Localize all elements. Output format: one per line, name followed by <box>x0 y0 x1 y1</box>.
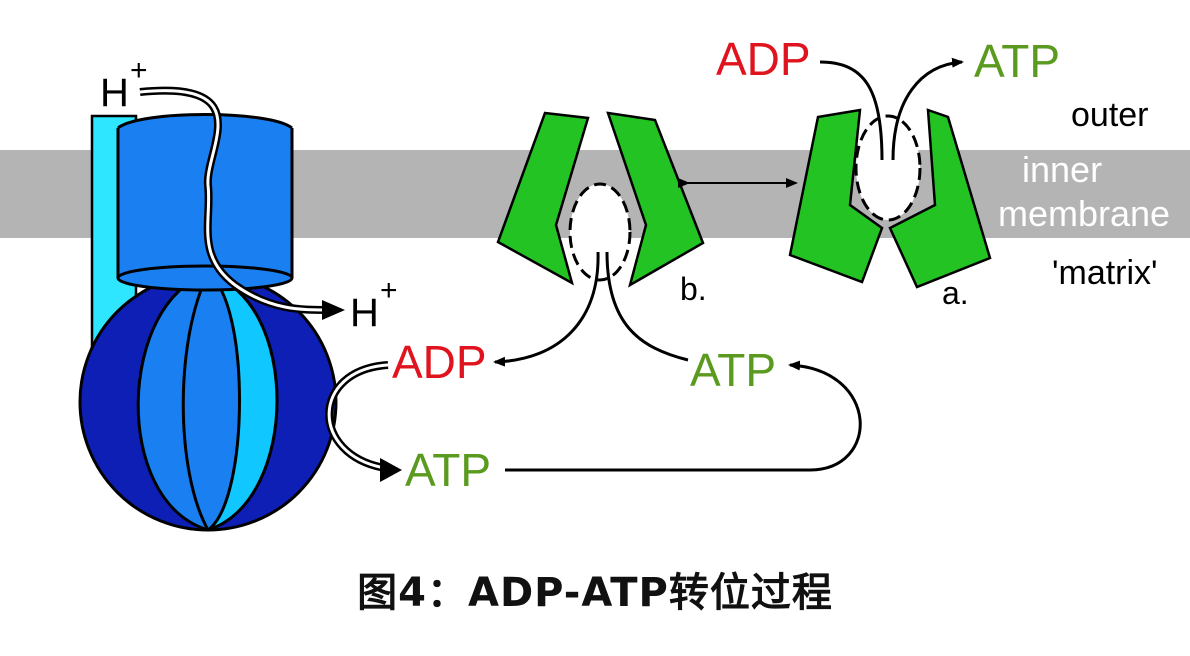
h-plus-top-superscript: + <box>130 54 148 87</box>
translocase-state-b <box>496 111 705 288</box>
translocase-a-left-subunit <box>788 108 884 284</box>
proton-arrowhead <box>322 300 345 320</box>
adp-label-left: ADP <box>392 336 487 388</box>
membrane-label: membrane <box>998 193 1170 234</box>
atp-return-loop <box>505 360 862 472</box>
inner-label: inner <box>1022 149 1102 190</box>
translocase-a-right-subunit <box>888 108 992 289</box>
synthase-head <box>78 272 338 532</box>
state-b-label: b. <box>680 271 707 307</box>
atp-label-top: ATP <box>974 35 1060 87</box>
adp-to-synthase-curve <box>325 361 389 472</box>
state-a-label: a. <box>942 275 969 311</box>
atp-label-bottom: ATP <box>405 444 491 496</box>
synthase-to-atp-arrowhead <box>380 458 402 482</box>
translocase-b-right-subunit <box>606 111 705 288</box>
adp-entry-arrow <box>819 60 884 161</box>
figure-caption: 图4：ADP-ATP转位过程 <box>357 570 833 616</box>
translocase-state-a <box>788 108 992 289</box>
translocase-a-binding-site <box>854 114 922 222</box>
translocase-b-left-subunit <box>496 111 590 286</box>
atp-label-middle: ATP <box>690 344 776 396</box>
outer-label: outer <box>1071 96 1149 134</box>
atp-uptake-arrow <box>605 251 689 362</box>
adp-label-top: ADP <box>716 33 811 85</box>
h-plus-top: H <box>100 71 129 115</box>
h-plus-right: H <box>350 291 379 335</box>
h-plus-right-superscript: + <box>380 274 398 307</box>
atp-exit-arrow <box>891 57 964 161</box>
adp-release-arrow <box>493 251 600 367</box>
matrix-label: 'matrix' <box>1052 254 1158 292</box>
translocase-b-binding-site <box>568 182 632 282</box>
